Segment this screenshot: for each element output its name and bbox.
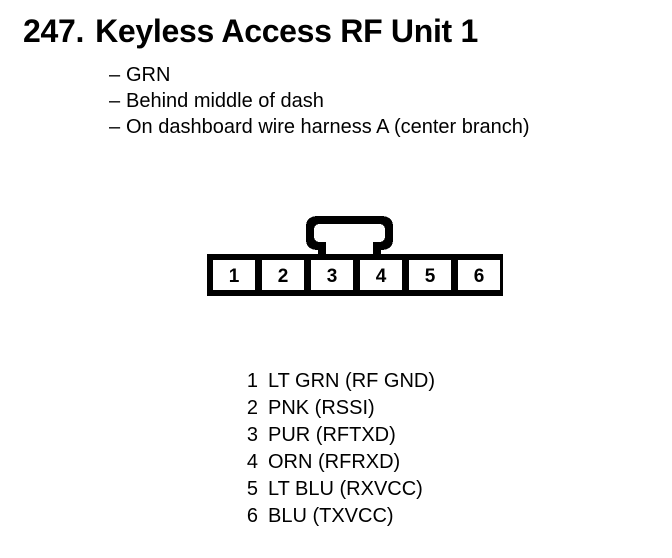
legend-pin-label: PNK (RSSI) [268, 397, 375, 419]
legend-row: 4 ORN (RFRXD) [238, 449, 435, 476]
note-text: On dashboard wire harness A (center bran… [126, 116, 530, 138]
legend-pin-label: ORN (RFRXD) [268, 451, 401, 473]
pin-cell-2 [262, 260, 304, 290]
connector-latch-icon [306, 216, 393, 255]
legend-pin-number: 4 [246, 451, 258, 473]
legend-pin-number: 2 [246, 397, 258, 419]
note-item: – GRN [109, 62, 530, 88]
pin-number-5: 5 [425, 266, 436, 287]
dash-icon: – [109, 116, 121, 138]
legend-pin-label: BLU (TXVCC) [268, 505, 394, 527]
pin-number-6: 6 [474, 266, 485, 287]
note-text: GRN [126, 64, 171, 86]
pin-number-4: 4 [376, 266, 387, 287]
pin-number-1: 1 [229, 266, 240, 287]
dash-icon: – [109, 64, 121, 86]
legend-pin-label: PUR (RFTXD) [268, 424, 396, 446]
legend-pin-number: 6 [246, 505, 258, 527]
legend-row: 3 PUR (RFTXD) [238, 422, 435, 449]
legend-row: 1 LT GRN (RF GND) [238, 368, 435, 395]
dash-icon: – [109, 90, 121, 112]
notes-list: – GRN – Behind middle of dash – On dashb… [109, 62, 530, 140]
pin-cell-1 [213, 260, 255, 290]
legend-pin-label: LT GRN (RF GND) [268, 370, 436, 392]
pin-cell-5 [409, 260, 451, 290]
connector-body [207, 254, 503, 296]
legend-pin-number: 3 [246, 424, 258, 446]
pin-cell-4 [360, 260, 402, 290]
title-text: Keyless Access RF Unit 1 [95, 13, 479, 49]
legend-pin-label: LT BLU (RXVCC) [268, 478, 423, 500]
pin-cell-3 [311, 260, 353, 290]
pin-cell-6 [458, 260, 500, 290]
legend-row: 2 PNK (RSSI) [238, 395, 435, 422]
item-number: 247. [23, 13, 85, 49]
pin-number-2: 2 [278, 266, 289, 287]
legend-pin-number: 1 [246, 370, 258, 392]
legend-row: 6 BLU (TXVCC) [238, 503, 435, 530]
pin-legend: 1 LT GRN (RF GND) 2 PNK (RSSI) 3 PUR (RF… [238, 368, 435, 530]
legend-row: 5 LT BLU (RXVCC) [238, 476, 435, 503]
connector-diagram: 1 2 3 4 5 6 [207, 214, 507, 298]
note-text: Behind middle of dash [126, 90, 324, 112]
legend-pin-number: 5 [246, 478, 258, 500]
pin-number-3: 3 [327, 266, 338, 287]
page-title: 247. Keyless Access RF Unit 1 [23, 12, 478, 50]
note-item: – Behind middle of dash [109, 88, 530, 114]
note-item: – On dashboard wire harness A (center br… [109, 114, 530, 140]
